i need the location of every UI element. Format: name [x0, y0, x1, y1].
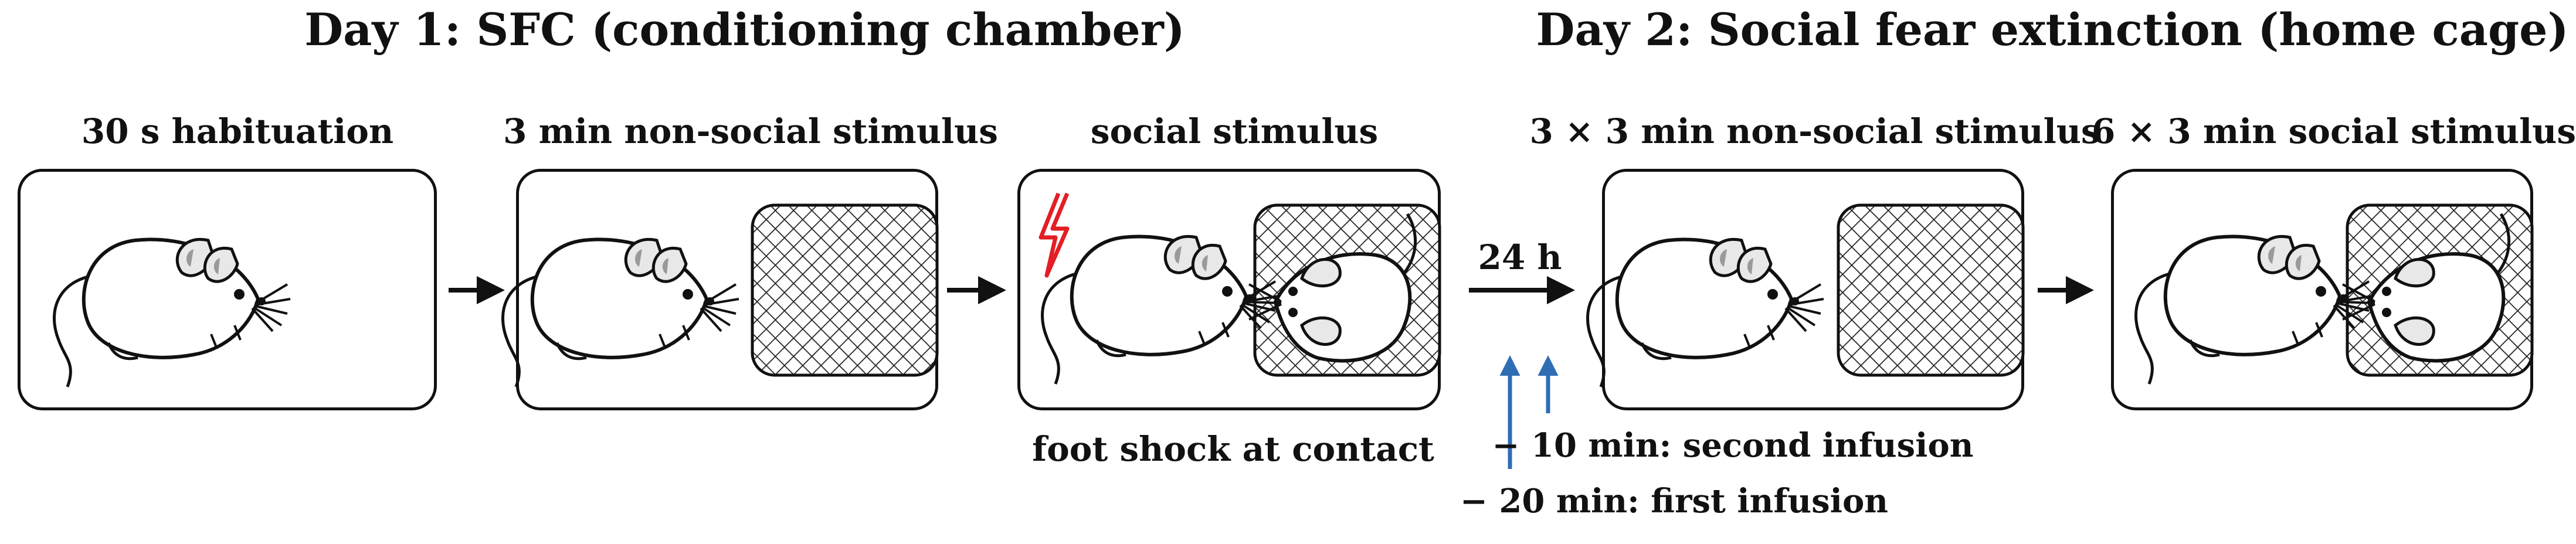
footshock-label: foot shock at contact [1032, 429, 1434, 469]
mouse-icon [55, 239, 291, 387]
stage-label-ext-nonsocial: 3 × 3 min non-social stimulus [1529, 111, 2100, 151]
mouse-icon [1043, 236, 1279, 384]
infusion-first-label: − 20 min: first infusion [1460, 482, 1889, 521]
mesh-cage-icon [751, 203, 939, 377]
stage-label-nonsocial: 3 min non-social stimulus [503, 111, 998, 151]
mesh-cage-icon [1837, 203, 2025, 377]
mouse-icon [2136, 236, 2373, 384]
stage-label-ext-social: 6 × 3 min social stimulus [2091, 111, 2576, 151]
mouse-icon [503, 239, 739, 387]
day2-title: Day 2: Social fear extinction (home cage… [1536, 4, 2569, 56]
day1-title: Day 1: SFC (conditioning chamber) [304, 4, 1185, 56]
stage-label-habituation: 30 s habituation [81, 111, 394, 151]
delay-label: 24 h [1478, 237, 1562, 277]
stage-label-social: social stimulus [1090, 111, 1379, 151]
mouse-icon [1588, 239, 1824, 387]
lightning-icon [1038, 192, 1070, 278]
infusion-second-label: − 10 min: second infusion [1492, 426, 1974, 465]
